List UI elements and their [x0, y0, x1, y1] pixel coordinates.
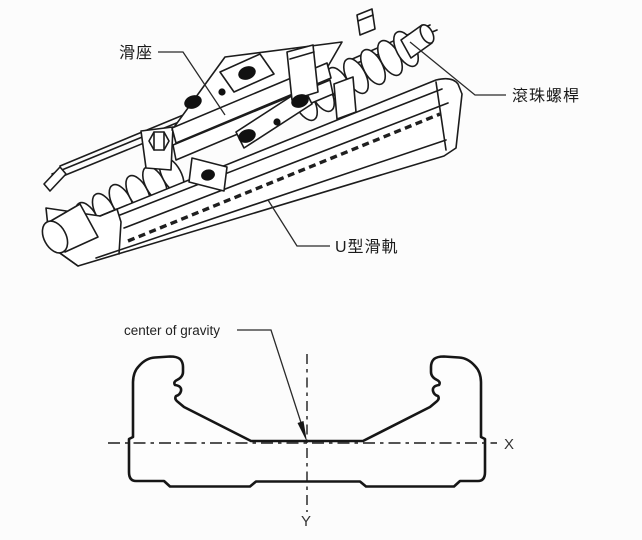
rail-side-upper-edge: [123, 102, 449, 229]
center-of-gravity-leader: [237, 329, 306, 436]
y-axis: Y: [301, 354, 311, 530]
x-axis: X: [108, 436, 514, 453]
rail-chamfer-stripe: [127, 112, 441, 243]
hex-bolt-facets: [153, 131, 165, 151]
x-axis-label: X: [504, 436, 514, 453]
reference-dot: [273, 118, 281, 126]
screw-support-bracket: [333, 76, 357, 120]
cross-section-view: X Y center of gravity: [108, 323, 514, 530]
mounting-hole: [238, 66, 256, 80]
slider-label: 滑座: [119, 44, 153, 62]
slider-leader-line: [158, 51, 226, 116]
rail-side-lower-edge: [95, 139, 447, 259]
screw-far-support-line: [357, 14, 374, 22]
arrowhead: [297, 421, 307, 442]
slider-block: [140, 41, 343, 192]
screw-end-cap: [41, 220, 69, 254]
screw-far-support-stub: [356, 8, 376, 36]
rail-leader-line: [267, 199, 330, 247]
ballscrew-label: 滾珠螺桿: [512, 87, 580, 105]
center-of-gravity-label: center of gravity: [124, 323, 220, 338]
hex-bolt: [148, 131, 170, 151]
rail-top-face-edge: [119, 88, 443, 216]
rail-end-face-edge: [435, 81, 447, 151]
u-rail-body: [45, 77, 463, 267]
isometric-view: 滑座 滾珠螺桿 U型滑軌: [41, 8, 580, 267]
iso-callouts: 滑座 滾珠螺桿 U型滑軌: [119, 41, 580, 256]
slider-right-bracket-edge: [289, 51, 315, 60]
rail-cross-section-outline: [127, 355, 487, 488]
ball-screw-left-end: [41, 203, 99, 254]
rail-far-wall-end-face: [43, 166, 67, 192]
mounting-hole: [291, 94, 309, 108]
reference-dot: [218, 88, 226, 96]
y-axis-label: Y: [301, 513, 311, 530]
mounting-hole: [184, 95, 202, 109]
screw-end-cap-small: [419, 24, 435, 44]
rail-label: U型滑軌: [335, 238, 399, 256]
hex-bolt-head: [148, 131, 170, 151]
ballscrew-leader-line: [409, 41, 506, 96]
rail-near-wall-end-face: [99, 208, 122, 255]
slider-right-bracket: [286, 44, 319, 101]
center-of-gravity-callout: center of gravity: [124, 323, 307, 442]
mounting-hole: [238, 129, 256, 143]
flange-bolt-hole: [201, 169, 215, 181]
